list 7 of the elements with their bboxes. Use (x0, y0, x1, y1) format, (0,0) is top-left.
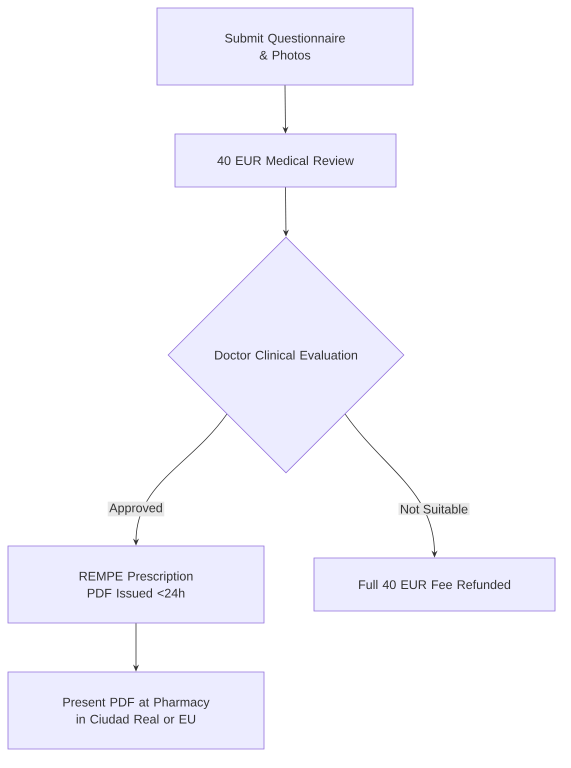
process-box: Submit Questionnaire & Photos (156, 8, 414, 86)
edge-label: Approved (108, 502, 164, 516)
process-box: Full 40 EUR Fee Refunded (314, 558, 556, 612)
process-box: REMPE Prescription PDF Issued <24h (8, 546, 264, 624)
edge-label: Not Suitable (398, 502, 470, 516)
process-box: 40 EUR Medical Review (174, 134, 396, 188)
process-box: Present PDF at Pharmacy in Ciudad Real or EU (8, 672, 264, 750)
